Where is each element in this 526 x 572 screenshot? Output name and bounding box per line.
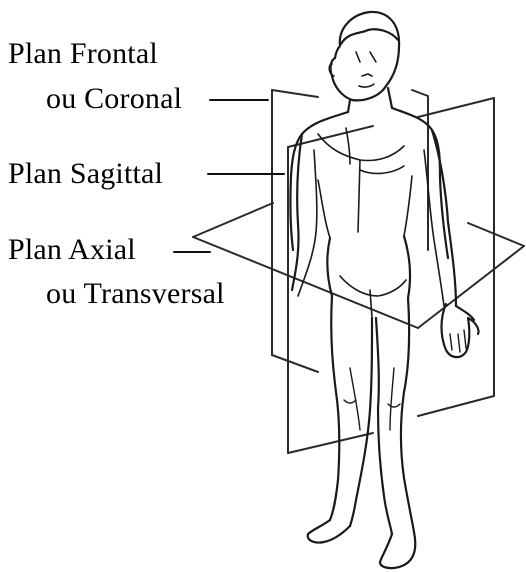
sagittal-plane-label: Plan Sagittal	[8, 157, 163, 191]
foot-outline	[308, 520, 416, 568]
torso-outline	[290, 108, 448, 258]
left-arm-outline	[432, 130, 456, 306]
axial-plane-label: Plan Axial	[8, 233, 136, 267]
frontal-plane-label: Plan Frontal	[8, 37, 158, 71]
leader-lines	[174, 100, 284, 252]
transversal-plane-label: ou Transversal	[46, 277, 225, 311]
leg-outline	[330, 296, 414, 534]
coronal-plane-label: ou Coronal	[46, 82, 182, 116]
human-body	[290, 12, 478, 568]
hair-line	[341, 29, 398, 44]
